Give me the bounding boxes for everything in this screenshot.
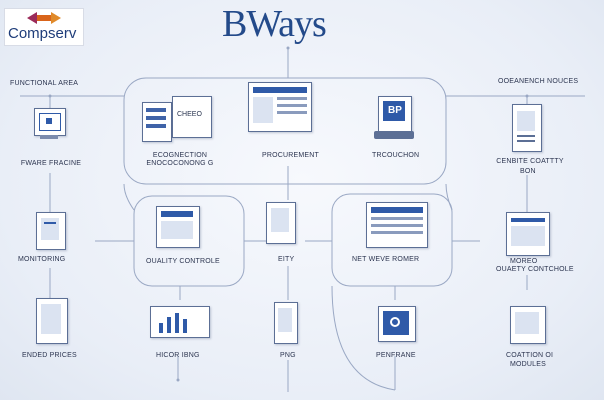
label-ended-prices: ENDED PRICES (22, 352, 77, 359)
diagram-title: BWays (222, 3, 327, 45)
desktop-monitor-icon: BP (378, 96, 412, 132)
label-cheeo: CHEEO (177, 111, 202, 118)
label-enococonong: ENOCOCONONG G (146, 160, 214, 167)
label-fware-fracine: FWARE FRACINE (20, 160, 82, 167)
label-penframe: PENFRANE (376, 352, 416, 359)
label-eity: EITY (278, 256, 295, 263)
monitor-icon (34, 108, 66, 136)
label-quality-control-left: OUALITY CONTROLE (146, 258, 220, 265)
label-modules: MODULES (510, 361, 547, 368)
terminal-box-icon (510, 306, 546, 344)
dashboard-window-icon (248, 82, 312, 132)
label-bon: BON (520, 168, 536, 175)
label-net-broker: NET WEVE ROMER (352, 256, 420, 263)
label-trcouchon: TRCOUCHON (372, 152, 420, 159)
file-cabinet-icon (36, 298, 68, 344)
bar-chart-board-icon (150, 306, 210, 338)
keyboard-icon (374, 131, 414, 139)
label-functional-area: FUNCTIONAL AREA (10, 80, 79, 87)
server-stack-icon (142, 102, 172, 142)
report-panel-icon (506, 212, 550, 256)
label-condition: COATTION OI (506, 352, 554, 359)
label-png: PNG (280, 352, 296, 359)
chart-screen-icon (156, 206, 200, 248)
label-quality-control-right: OUAETY CONTCHOLE (496, 266, 574, 273)
label-procurement: PROCUREMENT (262, 152, 320, 159)
phone-device-icon (274, 302, 298, 344)
label-ecognection: ECOGNECTION (152, 152, 208, 159)
document-stack-icon (36, 212, 66, 250)
label-cenbite-country: CENBITE COATTTY (496, 158, 564, 165)
label-moreo: MOREO (510, 258, 538, 265)
server-tower-icon (512, 104, 542, 152)
label-monitoring: MONITORING (18, 256, 66, 263)
display-panel-icon: CHEEO (172, 96, 212, 138)
label-hicor-ibng: HICOR IBNG (156, 352, 200, 359)
compserv-logo: Compserv (4, 8, 84, 46)
monitor-stand-icon (40, 135, 58, 139)
label-ocean-nodes: OOEANENCH NOUCES (498, 78, 579, 85)
web-window-icon (366, 202, 428, 248)
logo-mark-icon (27, 12, 61, 24)
logo-text: Compserv (8, 25, 77, 42)
tablet-icon (266, 202, 296, 244)
security-terminal-icon (378, 306, 416, 342)
